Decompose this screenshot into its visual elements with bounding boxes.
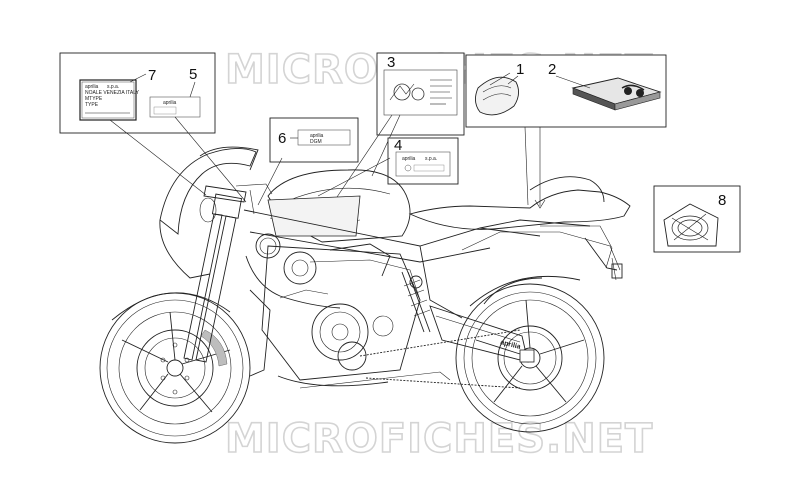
rear-stand [611,257,617,281]
document-wallet [475,72,519,116]
aprilia-sticker-6 [297,129,351,146]
sticker4-company: s.p.a. [425,156,437,162]
box-sticker-4: aprilia s.p.a. 4 [317,137,459,197]
handlebar [235,183,273,215]
plate-type: TYPE [85,102,99,108]
tool-kit-bag [663,203,719,247]
sticker6-brand: aprilia [310,133,324,139]
callout-3: 3 [387,54,395,71]
sticker4-brand: aprilia [402,156,416,162]
box-tool-kit-8: 8 [653,185,741,253]
front-fender [111,292,231,321]
box-sticker-6: aprilia DGM 6 [257,117,359,206]
box-plate-and-sticker: aprilia s.p.a. NOALE VENEZIA ITALY MTYPE… [59,52,247,203]
fuel-tank [267,169,411,243]
callout-1: 1 [516,61,524,78]
rear-hugger [469,275,581,307]
box-documents: 1 2 [465,54,667,206]
swingarm: aprilia [429,305,529,363]
engine [249,233,421,387]
front-fork [183,185,247,363]
swingarm-brand: aprilia [500,339,522,351]
watermark-bottom: MICROFICHES.NET [225,416,653,462]
callout-7: 7 [148,67,156,84]
callout-8: 8 [718,192,726,209]
sticker6-sub: DGM [310,139,322,145]
callout-2: 2 [548,61,556,78]
callout-5: 5 [189,66,197,83]
sticker5-brand: aprilia [163,100,177,106]
rear-shock [401,271,431,333]
seat-tail [408,176,631,279]
plate-mtype: MTYPE [85,96,103,102]
plate-address: NOALE VENEZIA ITALY [85,90,140,96]
radiator-hose [245,255,341,309]
owner-manual [571,77,662,111]
aprilia-sticker-4 [395,151,451,177]
front-fairing [159,146,259,279]
identification-plate [79,79,137,121]
callout-4: 4 [394,137,402,154]
exhaust [299,371,451,389]
rear-wheel [455,277,605,433]
plate-company: s.p.a. [107,84,119,90]
frame [243,209,621,319]
drive-chain [359,329,521,389]
front-wheel [99,292,251,444]
warning-decal [383,69,458,116]
callout-6: 6 [278,130,286,147]
plate-brand: aprilia [85,84,99,90]
box-warning-decal-3: 3 [334,52,465,201]
motorcycle-drawing: aprilia [99,146,631,444]
